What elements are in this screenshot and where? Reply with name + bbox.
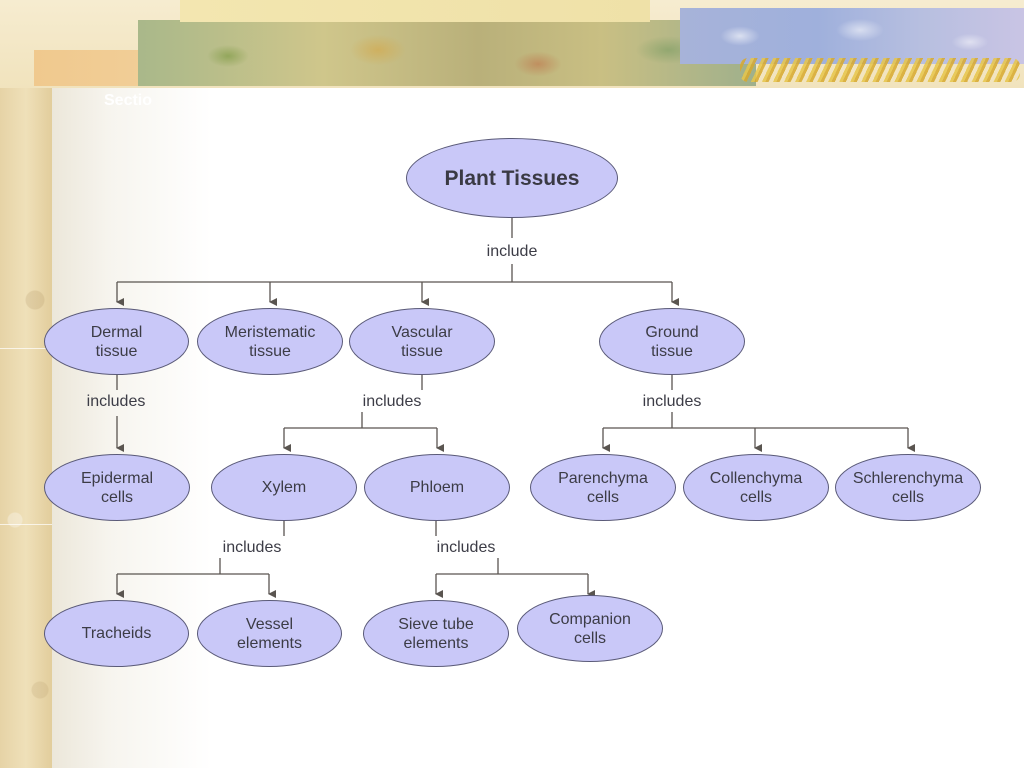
banner-gold-grass — [740, 58, 1020, 82]
link-label-vascular-includes: includes — [362, 393, 422, 410]
node-vessel-elements: Vessel elements — [197, 600, 342, 667]
node-phloem: Phloem — [364, 454, 510, 521]
section-title: Sectio — [104, 92, 153, 109]
banner-blue-image — [680, 8, 1024, 64]
node-epidermal-cells: Epidermal cells — [44, 454, 190, 521]
node-xylem: Xylem — [211, 454, 357, 521]
node-parenchyma-cells: Parenchyma cells — [530, 454, 676, 521]
node-collenchyma-cells: Collenchyma cells — [683, 454, 829, 521]
strip-divider — [0, 348, 52, 349]
node-ground-tissue: Ground tissue — [599, 308, 745, 375]
link-label-include: include — [486, 243, 538, 260]
strip-divider — [0, 524, 52, 525]
node-meristematic-tissue: Meristematic tissue — [197, 308, 343, 375]
link-label-phloem-includes: includes — [436, 539, 496, 556]
header-banner — [0, 0, 1024, 88]
node-sieve-tube-elements: Sieve tube elements — [363, 600, 509, 667]
parchment-strip — [0, 0, 52, 768]
node-dermal-tissue: Dermal tissue — [44, 308, 189, 375]
node-tracheids: Tracheids — [44, 600, 189, 667]
link-label-xylem-includes: includes — [222, 539, 282, 556]
node-schlerenchyma-cells: Schlerenchyma cells — [835, 454, 981, 521]
link-label-dermal-includes: includes — [86, 393, 146, 410]
banner-leaves-image — [138, 20, 756, 86]
node-plant-tissues: Plant Tissues — [406, 138, 618, 218]
banner-leaves-top — [180, 0, 650, 22]
node-companion-cells: Companion cells — [517, 595, 663, 662]
node-vascular-tissue: Vascular tissue — [349, 308, 495, 375]
link-label-ground-includes: includes — [642, 393, 702, 410]
